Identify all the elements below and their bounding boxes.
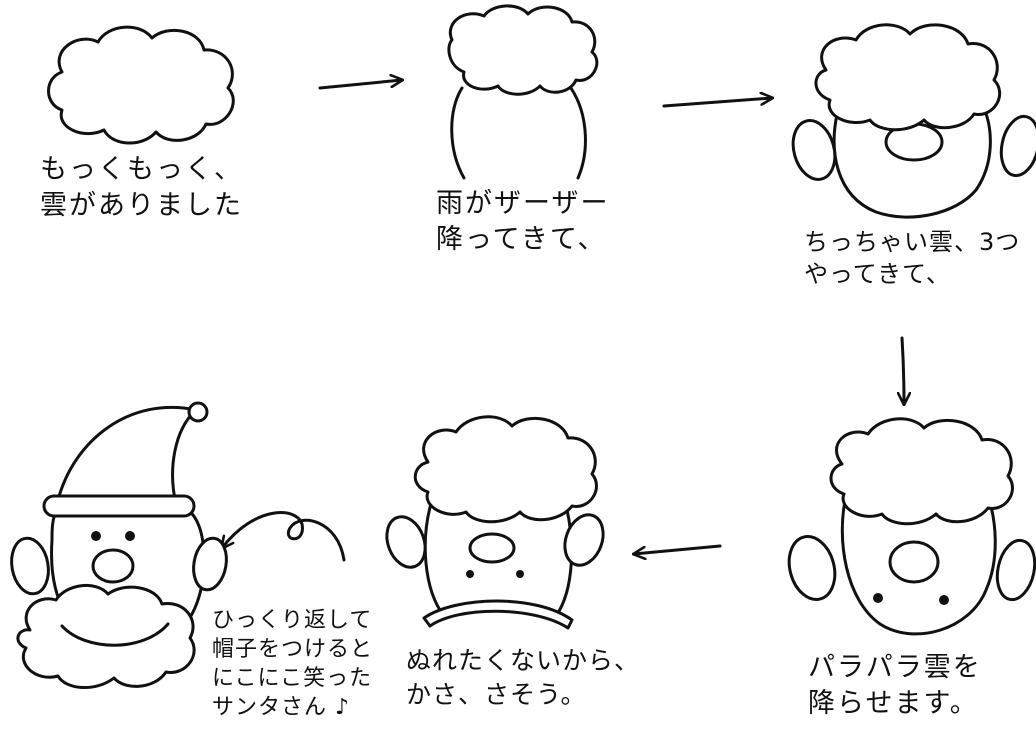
caption-line: 降らせます。 [808, 688, 979, 720]
raindrop-right [939, 595, 949, 605]
ear-cloud-right-4 [995, 538, 1036, 602]
step-6-santa [10, 401, 228, 690]
eye-dot-right-5 [516, 570, 524, 578]
caption-line: 帽子をつけると [212, 637, 374, 663]
santa-nose [91, 548, 135, 584]
caption-line: かさ、さそう。 [406, 679, 587, 709]
caption-line: ちっちゃい雲、3つ [804, 228, 1021, 256]
step-5-umbrella [385, 415, 605, 630]
cloud-1 [47, 25, 235, 145]
caption-line: にこにこ笑った [212, 666, 373, 692]
cloud-4 [829, 417, 1014, 526]
ear-cloud-left-4 [787, 535, 837, 601]
rain-outline-left [450, 86, 466, 180]
caption-line: 雨がザーザー [436, 188, 610, 219]
step-4-drizzle [787, 417, 1036, 636]
caption-line: やってきて、 [804, 260, 951, 289]
face-outline-4 [840, 494, 997, 636]
caption-step-1: もっくもっく、 雲がありました [40, 152, 243, 225]
arrow-5-to-6 [222, 511, 346, 562]
caption-line: ぬれたくないから、 [406, 646, 641, 675]
cloud-2 [447, 4, 599, 96]
santa-hat-brim [42, 494, 196, 518]
arrow-4-to-5 [634, 544, 722, 554]
caption-step-4: パラパラ雲を 降らせます。 [808, 650, 982, 723]
santa-ear-left [10, 536, 50, 596]
caption-line: ひっくり返して [212, 608, 373, 633]
caption-line: パラパラ雲を [808, 652, 982, 683]
arrow-1-to-2 [318, 80, 402, 90]
nose-cloud-4 [888, 540, 940, 584]
caption-line: サンタさん ♪ [212, 695, 351, 721]
caption-step-2: 雨がザーザー 降ってきて、 [436, 186, 609, 259]
nose-cloud-5 [468, 532, 516, 564]
raindrop-left [873, 593, 883, 603]
umbrella-canopy [422, 599, 574, 630]
face-outline-5 [423, 498, 446, 618]
santa-hat-pompom [187, 401, 209, 423]
cloud-3 [814, 23, 1001, 132]
cloud-5 [413, 415, 598, 524]
santa-beard [16, 583, 196, 690]
face-outline-3 [832, 102, 992, 219]
santa-eye-right [125, 531, 135, 541]
santa-hat [56, 405, 198, 506]
caption-step-5: ぬれたくないから、 かさ、さそう。 [406, 644, 640, 712]
caption-step-3: ちっちゃい雲、3つ やってきて、 [804, 226, 1020, 291]
step-3-small-clouds [791, 23, 1036, 219]
santa-ear-right [192, 536, 228, 592]
small-cloud-right [999, 114, 1036, 178]
eye-dot-left-5 [466, 570, 474, 578]
caption-step-6: ひっくり返して 帽子をつけると にこにこ笑った サンタさん ♪ [212, 606, 373, 722]
caption-line: 雲がありました [40, 190, 243, 222]
caption-line: もっくもっく、 [40, 154, 243, 185]
ear-cloud-right-5 [563, 513, 605, 567]
arrow-3-to-4 [902, 336, 904, 404]
arrow-2-to-3 [662, 98, 772, 108]
ear-cloud-left-5 [385, 515, 427, 569]
caption-line: 降ってきて、 [436, 224, 607, 256]
small-cloud-left [791, 119, 837, 181]
santa-smile [60, 622, 170, 647]
step-2-rain [447, 4, 599, 180]
santa-eye-left [91, 531, 101, 541]
rain-outline-right [566, 82, 587, 180]
step-1-cloud [47, 25, 235, 145]
